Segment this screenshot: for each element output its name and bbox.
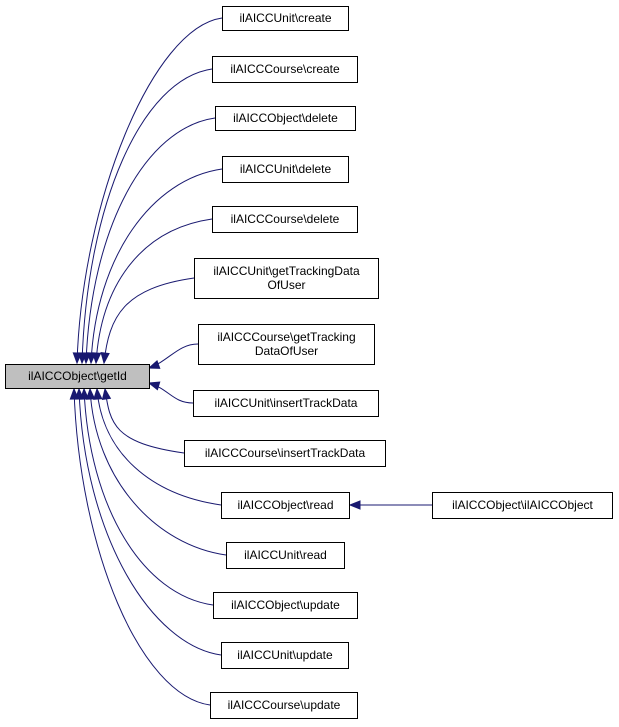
node-box xyxy=(222,156,349,183)
node-object-constructor[interactable]: ilAICCObject\ilAICCObject xyxy=(432,492,613,519)
nodes-layer: ilAICCObject\getId ilAICCUnit\create ilAIC… xyxy=(5,6,613,719)
edge-object-read-to-root xyxy=(93,387,222,506)
node-box xyxy=(194,258,379,299)
node-box xyxy=(432,492,613,519)
edge-arrowhead xyxy=(100,352,110,365)
edge-line xyxy=(89,388,227,556)
node-label: ilAICCUnit\read xyxy=(244,548,327,562)
edge-object-delete-to-root xyxy=(81,117,216,365)
node-object-delete[interactable]: ilAICCObject\delete xyxy=(215,106,356,131)
edge-object-update-to-root xyxy=(79,387,214,606)
node-course-update[interactable]: ilAICCCourse\update xyxy=(210,692,358,719)
edge-arrowhead xyxy=(147,359,161,369)
edge-line xyxy=(104,388,185,454)
node-label: ilAICCObject\update xyxy=(231,598,340,612)
node-label: ilAICCUnit\create xyxy=(239,11,331,25)
node-unit-update[interactable]: ilAICCUnit\update xyxy=(221,642,349,669)
node-label: ilAICCUnit\insertTrackData xyxy=(215,396,358,410)
node-label: ilAICCCourse\update xyxy=(228,698,341,712)
node-box xyxy=(226,542,345,569)
edge-line xyxy=(78,388,222,656)
node-label: ilAICCCourse\create xyxy=(230,62,340,76)
node-label: ilAICCCourse\delete xyxy=(231,212,340,226)
node-box xyxy=(184,440,386,467)
edge-arrowhead xyxy=(85,387,96,400)
edge-line xyxy=(83,388,214,606)
node-object-read[interactable]: ilAICCObject\read xyxy=(221,492,350,519)
edge-line xyxy=(103,277,195,364)
edge-line xyxy=(90,168,223,364)
edge-line xyxy=(81,68,213,364)
edge-line xyxy=(85,117,216,364)
edge-line xyxy=(76,17,223,364)
edge-object-constructor-to-object-read xyxy=(348,500,432,510)
node-box xyxy=(210,692,358,719)
edge-arrowhead xyxy=(101,387,112,401)
node-box xyxy=(213,592,358,619)
node-label: ilAICCUnit\delete xyxy=(240,162,332,176)
node-label: ilAICCObject\delete xyxy=(233,111,338,125)
node-label: OfUser xyxy=(267,278,305,292)
edge-line xyxy=(95,218,213,364)
edge-course-gettrackingdata-to-root xyxy=(147,343,199,369)
node-unit-inserttrackdata[interactable]: ilAICCUnit\insertTrackData xyxy=(193,390,379,417)
edge-arrowhead xyxy=(93,387,103,400)
node-label: ilAICCCourse\getTracking xyxy=(217,330,355,344)
node-label: ilAICCUnit\getTrackingData xyxy=(213,264,360,278)
edge-course-update-to-root xyxy=(69,387,211,706)
edge-unit-gettrackingdata-to-root xyxy=(100,277,195,365)
edge-arrowhead xyxy=(91,352,102,365)
node-label: ilAICCObject\getId xyxy=(28,369,127,383)
node-label: ilAICCCourse\insertTrackData xyxy=(205,446,366,460)
edge-unit-create-to-root xyxy=(72,17,223,365)
node-label: ilAICCObject\read xyxy=(237,498,333,512)
node-box xyxy=(212,56,358,83)
node-course-create[interactable]: ilAICCCourse\create xyxy=(212,56,358,83)
node-unit-read[interactable]: ilAICCUnit\read xyxy=(226,542,345,569)
edge-course-delete-to-root xyxy=(91,218,213,365)
node-course-inserttrackdata[interactable]: ilAICCCourse\insertTrackData xyxy=(184,440,386,467)
edges-layer xyxy=(69,17,432,706)
node-box xyxy=(212,206,358,233)
node-object-update[interactable]: ilAICCObject\update xyxy=(213,592,358,619)
root-node[interactable]: ilAICCObject\getId xyxy=(5,364,150,389)
node-label: ilAICCUnit\update xyxy=(237,648,333,662)
edge-line xyxy=(96,388,222,506)
edge-arrowhead xyxy=(348,500,361,510)
node-box xyxy=(198,324,375,365)
node-course-delete[interactable]: ilAICCCourse\delete xyxy=(212,206,358,233)
node-box xyxy=(193,390,379,417)
node-box xyxy=(221,492,350,519)
node-box xyxy=(222,6,349,31)
edge-arrowhead xyxy=(69,387,80,400)
edge-unit-read-to-root xyxy=(85,387,227,556)
node-box xyxy=(221,642,349,669)
node-unit-delete[interactable]: ilAICCUnit\delete xyxy=(222,156,349,183)
edge-unit-update-to-root xyxy=(74,387,222,656)
node-label: ilAICCObject\ilAICCObject xyxy=(452,498,593,512)
node-label: DataOfUser xyxy=(255,344,318,358)
node-unit-create[interactable]: ilAICCUnit\create xyxy=(222,6,349,31)
edge-arrowhead xyxy=(147,381,161,391)
node-box xyxy=(215,106,356,131)
edge-line xyxy=(73,388,211,706)
edge-course-inserttrackdata-to-root xyxy=(101,387,185,454)
edge-unit-inserttrackdata-to-root xyxy=(147,381,194,404)
node-box xyxy=(5,364,150,389)
